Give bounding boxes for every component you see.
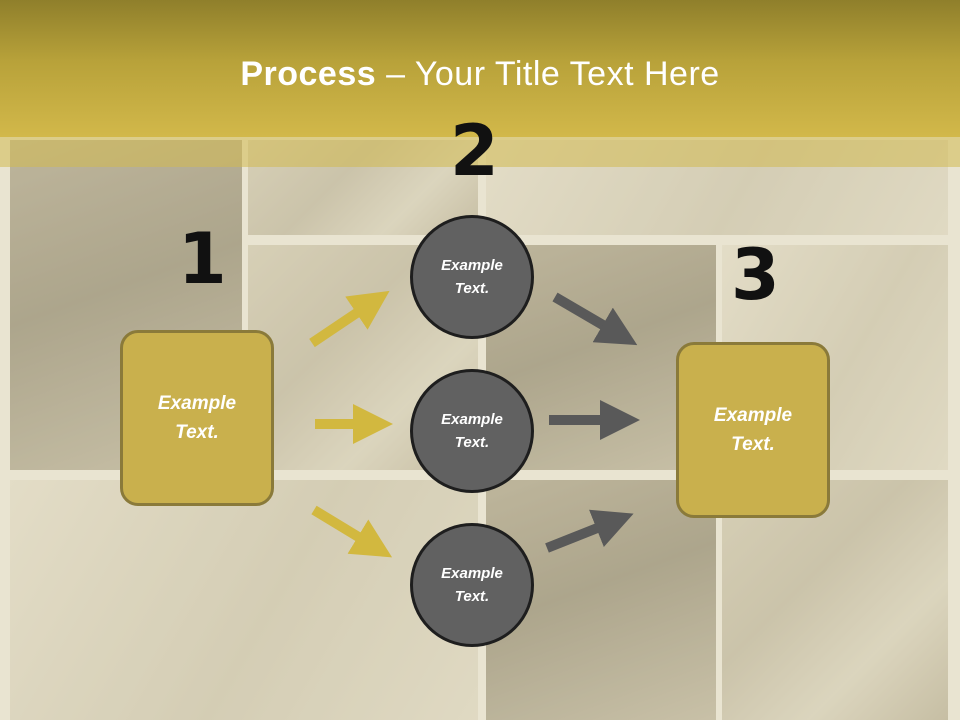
arrow-circle1-to-box3 (552, 292, 638, 346)
step-3-box[interactable]: Example Text. (676, 342, 830, 518)
step-1-box-label: Example Text. (157, 393, 237, 443)
step-2-circle-middle[interactable]: Example Text. (410, 369, 534, 493)
title-banner (0, 0, 960, 137)
banner-shadow-strip (0, 137, 960, 167)
title-bold: Process (240, 55, 377, 93)
step-2-circle-bottom[interactable]: Example Text. (410, 523, 534, 647)
circle-bottom-label: Example Text. (441, 565, 503, 605)
arrow-circle3-to-box3 (545, 509, 634, 553)
slide-title[interactable]: Process – Your Title Text Here (0, 55, 960, 94)
step-number-3: 3 (731, 234, 780, 316)
title-rest: – Your Title Text Here (376, 55, 720, 93)
kitchen-photo-panel (10, 480, 478, 720)
step-number-1: 1 (178, 218, 227, 300)
kitchen-photo-panel (722, 480, 948, 720)
arrow-box1-to-circle3 (311, 505, 393, 558)
arrow-box1-to-circle1 (309, 290, 390, 348)
circle-middle-label: Example Text. (441, 411, 503, 451)
circle-top-label: Example Text. (441, 257, 503, 297)
step-number-2: 2 (450, 110, 499, 192)
step-3-box-label: Example Text. (713, 405, 793, 455)
step-1-box[interactable]: Example Text. (120, 330, 274, 506)
step-2-circle-top[interactable]: Example Text. (410, 215, 534, 339)
